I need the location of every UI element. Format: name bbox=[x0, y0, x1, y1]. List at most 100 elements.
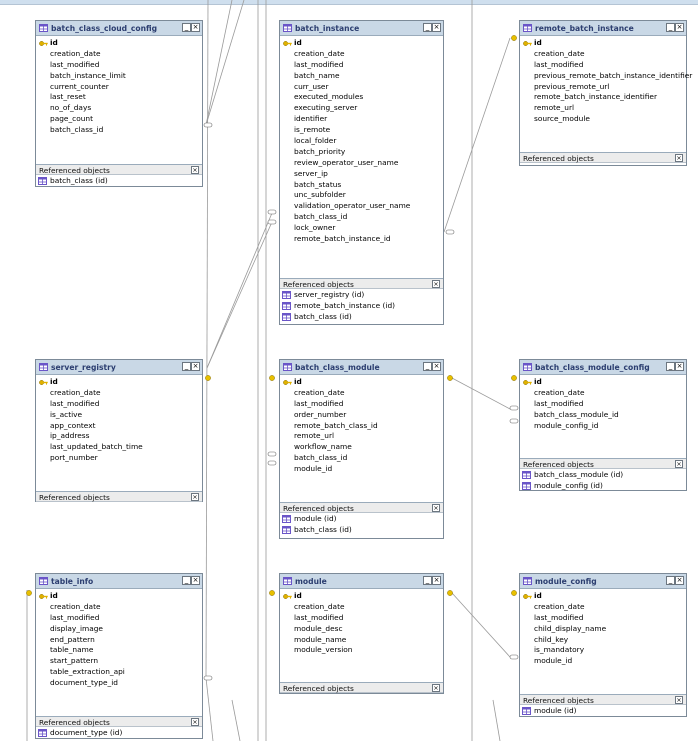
field[interactable]: remote_url bbox=[522, 103, 686, 114]
field[interactable]: creation_date bbox=[38, 388, 202, 399]
field[interactable]: module_config_id bbox=[522, 421, 686, 432]
table-header[interactable]: table_info_× bbox=[36, 574, 202, 589]
referenced-objects-header[interactable]: Referenced objects× bbox=[36, 716, 202, 727]
close-button[interactable]: × bbox=[432, 576, 441, 585]
minimize-button[interactable]: _ bbox=[423, 576, 432, 585]
field[interactable]: lock_owner bbox=[282, 223, 443, 234]
field[interactable]: ip_address bbox=[38, 431, 202, 442]
minimize-button[interactable]: _ bbox=[423, 23, 432, 32]
referenced-objects-close-button[interactable]: × bbox=[432, 504, 440, 512]
field[interactable]: document_type_id bbox=[38, 678, 202, 689]
field[interactable]: batch_class_id bbox=[282, 453, 443, 464]
referenced-objects-header[interactable]: Referenced objects× bbox=[36, 491, 202, 502]
referenced-object-item[interactable]: module_config (id) bbox=[520, 480, 686, 491]
referenced-objects-header[interactable]: Referenced objects× bbox=[280, 278, 443, 289]
table-header[interactable]: module_config_× bbox=[520, 574, 686, 589]
referenced-objects-close-button[interactable]: × bbox=[191, 493, 199, 501]
referenced-object-item[interactable]: batch_class_module (id) bbox=[520, 469, 686, 480]
field[interactable]: no_of_days bbox=[38, 103, 202, 114]
field[interactable]: child_display_name bbox=[522, 624, 686, 635]
field[interactable]: creation_date bbox=[282, 602, 443, 613]
field[interactable]: batch_name bbox=[282, 71, 443, 82]
table-header[interactable]: server_registry_× bbox=[36, 360, 202, 375]
primary-key-field[interactable]: id bbox=[38, 38, 202, 49]
field[interactable]: app_context bbox=[38, 421, 202, 432]
field[interactable]: current_counter bbox=[38, 82, 202, 93]
referenced-object-item[interactable]: server_registry (id) bbox=[280, 289, 443, 300]
field[interactable]: last_modified bbox=[522, 399, 686, 410]
referenced-object-item[interactable]: batch_class (id) bbox=[280, 524, 443, 535]
field[interactable]: server_ip bbox=[282, 169, 443, 180]
close-button[interactable]: × bbox=[191, 576, 200, 585]
field[interactable]: last_updated_batch_time bbox=[38, 442, 202, 453]
field[interactable]: batch_class_id bbox=[282, 212, 443, 223]
field[interactable]: module_name bbox=[282, 635, 443, 646]
field[interactable]: remote_batch_instance_id bbox=[282, 234, 443, 245]
field[interactable]: display_image bbox=[38, 624, 202, 635]
close-button[interactable]: × bbox=[191, 23, 200, 32]
referenced-object-item[interactable]: batch_class (id) bbox=[280, 311, 443, 322]
table-header[interactable]: batch_class_module_config_× bbox=[520, 360, 686, 375]
table-header[interactable]: batch_class_cloud_config_× bbox=[36, 21, 202, 36]
field[interactable]: last_modified bbox=[522, 613, 686, 624]
field[interactable]: is_active bbox=[38, 410, 202, 421]
field[interactable]: creation_date bbox=[522, 49, 686, 60]
table-header[interactable]: batch_instance_× bbox=[280, 21, 443, 36]
referenced-objects-close-button[interactable]: × bbox=[432, 684, 440, 692]
field[interactable]: source_module bbox=[522, 114, 686, 125]
field[interactable]: creation_date bbox=[522, 388, 686, 399]
field[interactable]: child_key bbox=[522, 635, 686, 646]
field[interactable]: last_modified bbox=[38, 60, 202, 71]
field[interactable]: unc_subfolder bbox=[282, 190, 443, 201]
referenced-objects-close-button[interactable]: × bbox=[675, 460, 683, 468]
field[interactable]: identifier bbox=[282, 114, 443, 125]
field[interactable]: last_modified bbox=[282, 399, 443, 410]
field[interactable]: end_pattern bbox=[38, 635, 202, 646]
minimize-button[interactable]: _ bbox=[182, 362, 191, 371]
field[interactable]: remote_batch_instance_identifier bbox=[522, 92, 686, 103]
field[interactable]: workflow_name bbox=[282, 442, 443, 453]
referenced-object-item[interactable]: module (id) bbox=[280, 513, 443, 524]
referenced-object-item[interactable]: remote_batch_instance (id) bbox=[280, 300, 443, 311]
table-header[interactable]: remote_batch_instance_× bbox=[520, 21, 686, 36]
minimize-button[interactable]: _ bbox=[666, 362, 675, 371]
field[interactable]: port_number bbox=[38, 453, 202, 464]
primary-key-field[interactable]: id bbox=[522, 377, 686, 388]
close-button[interactable]: × bbox=[432, 23, 441, 32]
field[interactable]: table_extraction_api bbox=[38, 667, 202, 678]
table-header[interactable]: batch_class_module_× bbox=[280, 360, 443, 375]
field[interactable]: curr_user bbox=[282, 82, 443, 93]
field[interactable]: last_modified bbox=[38, 613, 202, 624]
field[interactable]: local_folder bbox=[282, 136, 443, 147]
field[interactable]: creation_date bbox=[282, 388, 443, 399]
primary-key-field[interactable]: id bbox=[38, 377, 202, 388]
primary-key-field[interactable]: id bbox=[38, 591, 202, 602]
field[interactable]: order_number bbox=[282, 410, 443, 421]
field[interactable]: last_modified bbox=[282, 613, 443, 624]
minimize-button[interactable]: _ bbox=[666, 23, 675, 32]
referenced-object-item[interactable]: batch_class (id) bbox=[36, 175, 202, 186]
field[interactable]: previous_remote_batch_instance_identifie… bbox=[522, 71, 692, 82]
minimize-button[interactable]: _ bbox=[182, 23, 191, 32]
referenced-objects-close-button[interactable]: × bbox=[432, 280, 440, 288]
field[interactable]: table_name bbox=[38, 645, 202, 656]
field[interactable]: creation_date bbox=[38, 602, 202, 613]
close-button[interactable]: × bbox=[675, 576, 684, 585]
field[interactable]: start_pattern bbox=[38, 656, 202, 667]
referenced-objects-header[interactable]: Referenced objects× bbox=[280, 682, 443, 693]
referenced-object-item[interactable]: document_type (id) bbox=[36, 727, 202, 738]
referenced-objects-header[interactable]: Referenced objects× bbox=[520, 458, 686, 469]
field[interactable]: module_version bbox=[282, 645, 443, 656]
referenced-objects-close-button[interactable]: × bbox=[191, 718, 199, 726]
minimize-button[interactable]: _ bbox=[423, 362, 432, 371]
primary-key-field[interactable]: id bbox=[282, 591, 443, 602]
field[interactable]: creation_date bbox=[38, 49, 202, 60]
field[interactable]: previous_remote_url bbox=[522, 82, 686, 93]
